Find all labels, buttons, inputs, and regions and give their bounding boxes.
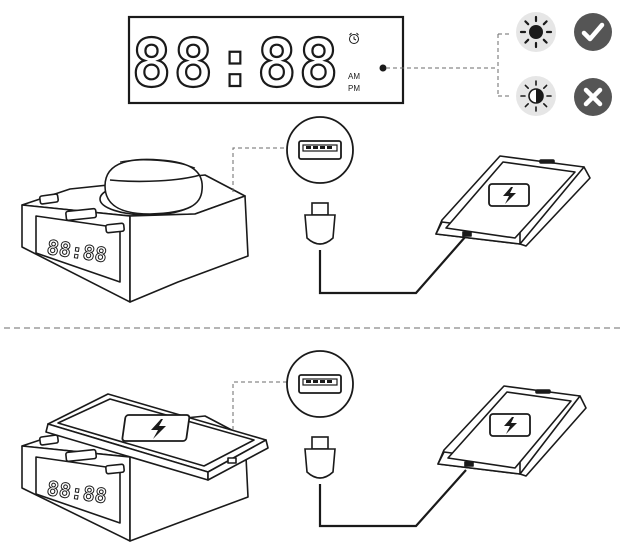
pm-label: PM [348,84,360,93]
display-digits: 88:88 [132,25,341,102]
usb-cable-1 [318,235,467,295]
usb-a-port-icon [286,116,354,184]
brightness-high-icon [516,12,556,52]
cross-icon [574,78,612,116]
earbuds-case [104,158,203,215]
usb-a-port-icon-2 [286,350,354,418]
display-panel: 88:88 AM PM [127,15,405,105]
brightness-sensor-dot [379,64,387,72]
usb-c-plug-icon [304,202,336,245]
battery-charging-icon [488,183,530,207]
am-label: AM [348,72,360,81]
usb-connector-line-1 [232,147,290,192]
usb-c-plug-icon-2 [304,436,336,479]
alarm-clock-icon [349,32,359,44]
battery-charging-icon-2 [489,413,531,437]
battery-charging-icon-pad [121,414,191,442]
brightness-low-icon [516,76,556,116]
brightness-connector [386,33,512,97]
usb-cable-2 [318,469,467,528]
usb-connector-line-2 [232,381,290,430]
check-icon [574,13,612,51]
